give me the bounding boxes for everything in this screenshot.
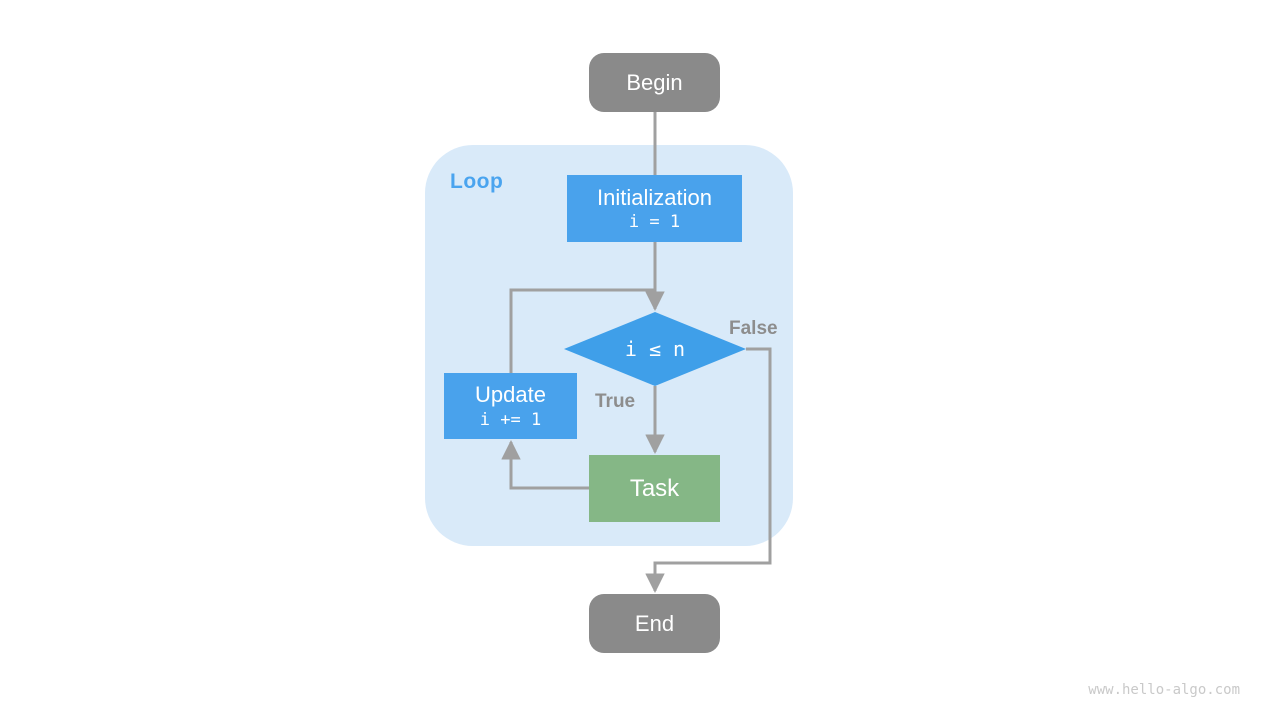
watermark: www.hello-algo.com	[1088, 682, 1240, 698]
edge-task-to-update	[501, 440, 589, 490]
update-node: Update i += 1	[444, 373, 577, 439]
end-node: End	[589, 594, 720, 653]
task-node: Task	[589, 455, 720, 522]
false-branch-label: False	[729, 318, 778, 339]
condition-label: i ≤ n	[624, 337, 686, 361]
edge-update-to-condition	[509, 288, 655, 373]
end-label: End	[634, 610, 675, 636]
update-label: Update	[475, 382, 546, 408]
update-code: i += 1	[479, 409, 542, 430]
initialization-label: Initialization	[597, 184, 712, 210]
initialization-node: Initialization i = 1	[567, 175, 742, 242]
edge-condition-to-end	[645, 347, 772, 593]
begin-node: Begin	[589, 53, 720, 112]
true-branch-label: True	[595, 391, 636, 412]
loop-label: Loop	[450, 170, 504, 193]
task-label: Task	[629, 474, 680, 502]
begin-label: Begin	[626, 69, 683, 95]
initialization-code: i = 1	[628, 212, 681, 233]
